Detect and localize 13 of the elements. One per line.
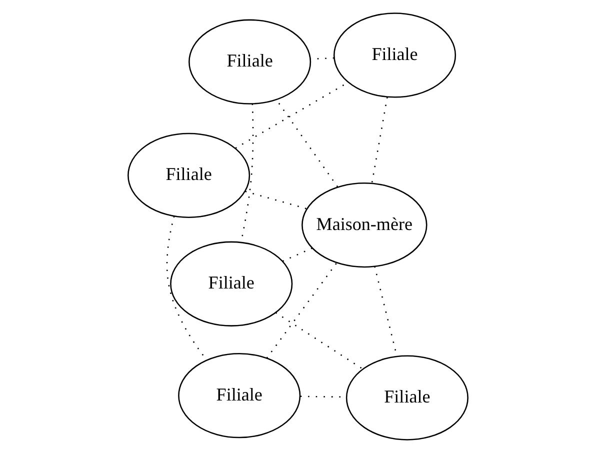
node-ellipse: Filiale: [188, 19, 311, 104]
connector: [370, 97, 388, 184]
node-ellipse: Maison-mère: [301, 182, 427, 268]
node-ellipse: Filiale: [178, 353, 300, 438]
connector: [282, 248, 312, 262]
connector: [266, 262, 337, 359]
node-ellipse: Filiale: [170, 241, 292, 326]
connector: [310, 57, 334, 60]
node-ellipse: Filiale: [332, 12, 456, 98]
connector: [244, 190, 306, 210]
connector: [274, 312, 363, 370]
node-ellipse: Filiale: [345, 355, 468, 440]
node-ellipse: Filiale: [127, 132, 250, 218]
